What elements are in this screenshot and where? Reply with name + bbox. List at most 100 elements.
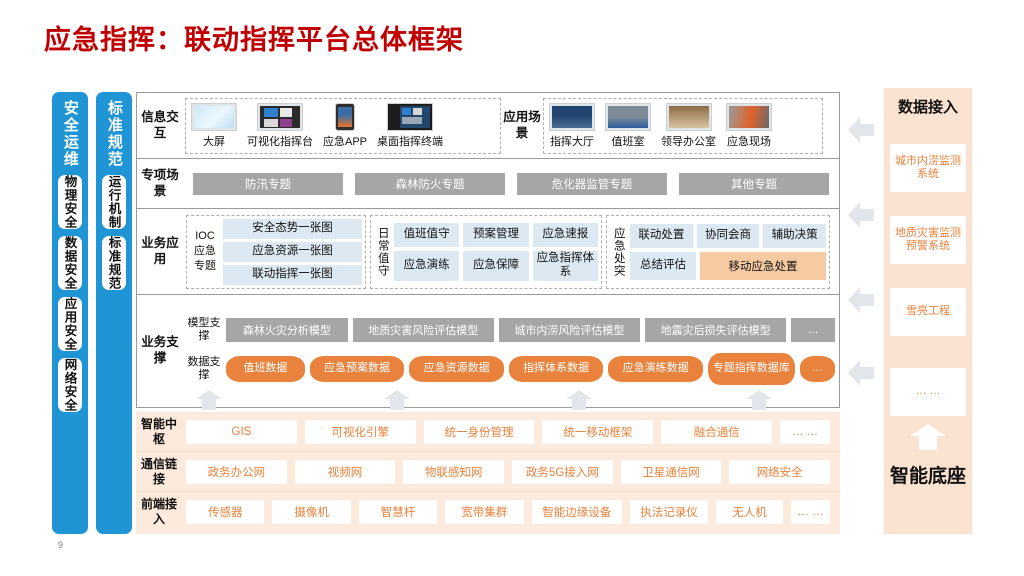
special-scenario-other[interactable]: 其他专题 — [679, 172, 829, 195]
ioc-item-resource-map[interactable]: 应急资源一张图 — [223, 241, 362, 262]
chip-physical-security[interactable]: 物理安全 — [58, 175, 82, 229]
response-item-joint-handling[interactable]: 联动处置 — [630, 223, 693, 248]
data-plan[interactable]: 应急预案数据 — [309, 356, 405, 383]
front-item-broadband-cluster[interactable]: 宽带集群 — [444, 499, 525, 525]
hub-item-visual-engine[interactable]: 可视化引擎 — [303, 418, 417, 445]
sidebar-column-security-ops: 安全运维 物理安全 数据安全 应用安全 网络安全 — [52, 92, 88, 534]
chip-network-security[interactable]: 网络安全 — [58, 358, 82, 412]
response-item-decision-support[interactable]: 辅助决策 — [763, 223, 827, 248]
sublabel-model-support: 模型支撑 — [187, 316, 221, 342]
data-topic-command-db[interactable]: 专题指挥数据库 — [707, 353, 795, 386]
row-label-information-interaction: 信息交互 — [141, 109, 179, 140]
comm-item-gov-5g[interactable]: 政务5G接入网 — [511, 458, 614, 485]
front-item-camera[interactable]: 摄像机 — [271, 499, 352, 525]
row-label-frontend-access: 前端接入 — [140, 497, 177, 526]
duty-item-quick-report[interactable]: 应急速报 — [532, 222, 598, 247]
device-item-emergency-app[interactable]: 应急APP — [323, 102, 367, 149]
hub-item-more[interactable]: … … — [779, 418, 832, 445]
duty-item-on-duty[interactable]: 值班值守 — [394, 222, 460, 247]
scene-group-label: 应用场景 — [503, 109, 541, 140]
row-label-communication-link: 通信链接 — [140, 456, 177, 486]
data-source-geo-disaster[interactable]: 地质灾害监测预警系统 — [890, 216, 966, 264]
model-earthquake-loss[interactable]: 地震灾后损失评估模型 — [645, 318, 787, 342]
row-communication-link: 通信链接 政务办公网 视频网 物联感知网 政务5G接入网 卫星通信网 网络安全 — [136, 452, 840, 492]
front-item-sensor[interactable]: 传感器 — [185, 499, 266, 525]
row-information-interaction: 信息交互 大屏 — [137, 93, 839, 159]
duty-item-drill[interactable]: 应急演练 — [394, 250, 460, 281]
device-label: 大屏 — [203, 135, 225, 148]
data-duty[interactable]: 值班数据 — [226, 356, 305, 383]
up-arrow-icon — [746, 390, 772, 410]
device-item-visual-console[interactable]: 可视化指挥台 — [247, 102, 313, 149]
special-scenario-hazchem[interactable]: 危化器监管专题 — [517, 172, 667, 195]
chip-data-security[interactable]: 数据安全 — [58, 236, 82, 290]
scene-item-command-hall[interactable]: 指挥大厅 — [549, 102, 595, 149]
hub-item-unified-mobile[interactable]: 统一移动框架 — [541, 418, 655, 445]
comm-item-network-security[interactable]: 网络安全 — [728, 458, 832, 485]
front-item-smart-pole[interactable]: 智慧杆 — [357, 499, 439, 525]
model-geo-disaster[interactable]: 地质灾害风险评估模型 — [352, 318, 494, 342]
device-item-large-screen[interactable]: 大屏 — [191, 102, 237, 149]
duty-item-command-system[interactable]: 应急指挥体系 — [532, 250, 598, 281]
device-item-desk-terminal[interactable]: 桌面指挥终端 — [377, 102, 443, 149]
row-label-business-support: 业务支撑 — [141, 335, 179, 365]
device-label: 可视化指挥台 — [247, 135, 313, 148]
scene-item-emergency-site[interactable]: 应急现场 — [726, 102, 772, 149]
model-more[interactable]: … — [791, 318, 836, 342]
row-label-smart-hub: 智能中枢 — [140, 416, 177, 446]
group-ioc-topic: IOC 应急 专题 安全态势一张图 应急资源一张图 联动指挥一张图 — [186, 214, 366, 289]
row-business-applications: 业务应用 IOC 应急 专题 安全态势一张图 应急资源一张图 联动指挥一张图 — [137, 209, 839, 295]
row-label-business-applications: 业务应用 — [141, 235, 179, 266]
response-item-collab-meeting[interactable]: 协同会商 — [696, 223, 760, 248]
front-item-drone[interactable]: 无人机 — [715, 499, 784, 525]
large-screen-icon — [191, 102, 237, 131]
scene-item-duty-room[interactable]: 值班室 — [605, 102, 651, 149]
duty-item-guarantee[interactable]: 应急保障 — [463, 250, 529, 281]
group-daily-duty: 日常值守 值班值守 预案管理 应急速报 应急演练 应急保障 应急指挥体系 — [370, 214, 602, 289]
front-item-more[interactable]: … … — [789, 499, 832, 525]
front-item-edge-device[interactable]: 智能边缘设备 — [530, 499, 623, 525]
chip-app-security[interactable]: 应用安全 — [58, 297, 82, 351]
up-arrow-icon — [566, 390, 592, 410]
chip-standard-spec[interactable]: 标准规范 — [102, 236, 126, 290]
chip-operation-mechanism[interactable]: 运行机制 — [102, 175, 126, 229]
front-item-law-recorder[interactable]: 执法记录仪 — [628, 499, 710, 525]
hub-item-unified-identity[interactable]: 统一身份管理 — [422, 418, 536, 445]
row-smart-hub: 智能中枢 GIS 可视化引擎 统一身份管理 统一移动框架 融合通信 … … — [136, 412, 840, 452]
comm-item-satellite[interactable]: 卫星通信网 — [619, 458, 723, 485]
group-label-ioc: IOC 应急 专题 — [194, 230, 216, 272]
data-source-xueliang[interactable]: 雪亮工程 — [890, 288, 966, 336]
data-source-urban-flood[interactable]: 城市内涝监测系统 — [890, 144, 966, 192]
comm-item-gov-office-net[interactable]: 政务办公网 — [185, 458, 288, 485]
left-arrow-icon — [848, 117, 874, 143]
column-title-security-ops: 安全运维 — [61, 100, 79, 168]
scene-item-leader-office[interactable]: 领导办公室 — [661, 102, 716, 149]
ioc-item-security-map[interactable]: 安全态势一张图 — [223, 218, 362, 239]
special-scenario-forest-fire[interactable]: 森林防火专题 — [355, 172, 505, 195]
scene-label: 值班室 — [611, 135, 645, 148]
data-drill[interactable]: 应急演练数据 — [608, 356, 703, 383]
response-item-mobile-handling[interactable]: 移动应急处置 — [700, 251, 826, 280]
data-more[interactable]: … — [799, 356, 836, 383]
main-framework-panel: 信息交互 大屏 — [136, 92, 840, 408]
desk-terminal-icon — [387, 102, 434, 131]
hub-item-gis[interactable]: GIS — [185, 418, 298, 445]
comm-item-video-net[interactable]: 视频网 — [293, 458, 397, 485]
sublabel-data-support: 数据支撑 — [187, 356, 221, 382]
ioc-item-joint-command-map[interactable]: 联动指挥一张图 — [223, 264, 362, 285]
model-forest-fire[interactable]: 森林火灾分析模型 — [226, 318, 348, 342]
row-label-special-scenarios: 专项场景 — [141, 167, 179, 198]
special-scenario-flood[interactable]: 防汛专题 — [193, 172, 343, 195]
model-urban-flood[interactable]: 城市内涝风险评估模型 — [498, 318, 641, 342]
up-arrow-icon — [910, 424, 946, 450]
sidebar-column-standards: 标准规范 运行机制 标准规范 — [96, 92, 132, 534]
scene-label: 应急现场 — [727, 135, 771, 148]
duty-item-plan-mgmt[interactable]: 预案管理 — [463, 222, 529, 247]
data-source-more[interactable]: … … — [890, 368, 966, 416]
hub-item-fusion-comm[interactable]: 融合通信 — [660, 418, 774, 445]
comm-item-iot-net[interactable]: 物联感知网 — [402, 458, 506, 485]
response-item-summary-eval[interactable]: 总结评估 — [630, 251, 696, 280]
data-resource[interactable]: 应急资源数据 — [409, 356, 504, 383]
data-command-system[interactable]: 指挥体系数据 — [508, 356, 604, 383]
smartphone-icon — [335, 102, 355, 131]
